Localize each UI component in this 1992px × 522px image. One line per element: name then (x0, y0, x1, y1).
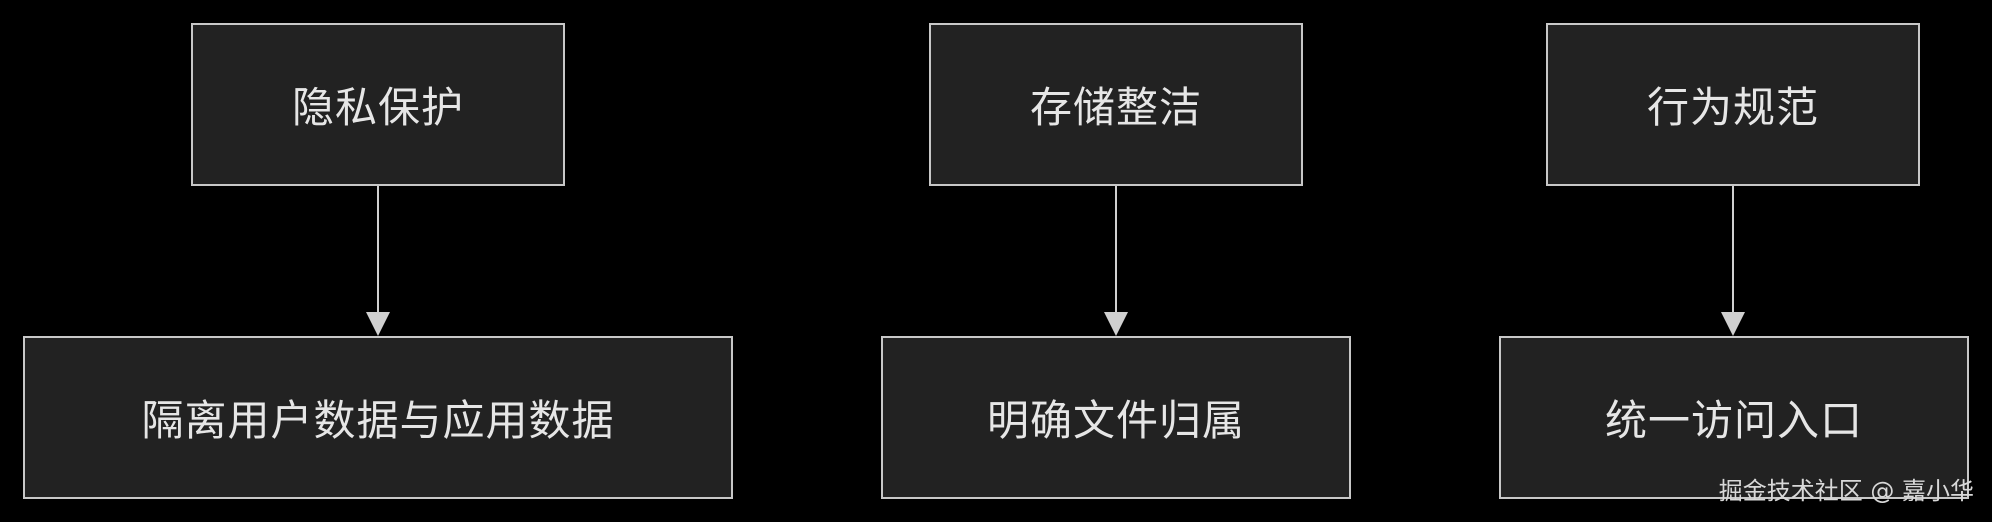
node-unified-entry: 统一访问入口 (1499, 336, 1969, 499)
node-isolate-data: 隔离用户数据与应用数据 (23, 336, 733, 499)
watermark: 掘金技术社区 @ 嘉小华 (1718, 477, 1974, 505)
edge-privacy-to-isolate (366, 186, 390, 336)
arrowhead-icon (1721, 312, 1745, 336)
edge-behavior-to-entry (1721, 186, 1745, 336)
edge-storage-to-ownership (1104, 186, 1128, 336)
node-storage-tidy: 存储整洁 (929, 23, 1303, 186)
node-privacy-protection: 隐私保护 (191, 23, 565, 186)
node-file-ownership: 明确文件归属 (881, 336, 1351, 499)
arrowhead-icon (1104, 312, 1128, 336)
node-behavior-standard: 行为规范 (1546, 23, 1920, 186)
arrowhead-icon (366, 312, 390, 336)
